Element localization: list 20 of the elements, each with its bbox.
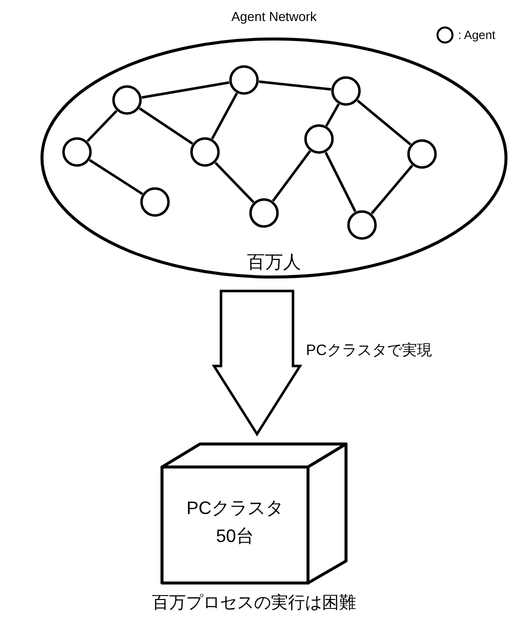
link-line	[258, 80, 332, 91]
link-line	[86, 110, 118, 142]
block-arrow	[212, 290, 302, 436]
link-line	[370, 164, 414, 214]
link-line	[214, 162, 254, 204]
link-line	[211, 92, 238, 140]
link-line	[138, 107, 194, 145]
link-line	[272, 150, 312, 202]
link-line	[356, 100, 412, 146]
legend-label: : Agent	[458, 27, 496, 44]
cluster-label: PCクラスタ	[186, 497, 284, 520]
link-line	[325, 103, 340, 127]
link-line	[324, 152, 356, 212]
population-label: 百万人	[246, 251, 302, 274]
link-line	[142, 81, 230, 99]
link-line	[88, 159, 144, 195]
edge-label: PCクラスタで実現	[306, 341, 432, 361]
node-label: 百万プロセスの実行は困難	[152, 592, 356, 614]
network-title: Agent Network	[230, 8, 318, 26]
cluster-label: 50台	[216, 525, 254, 548]
